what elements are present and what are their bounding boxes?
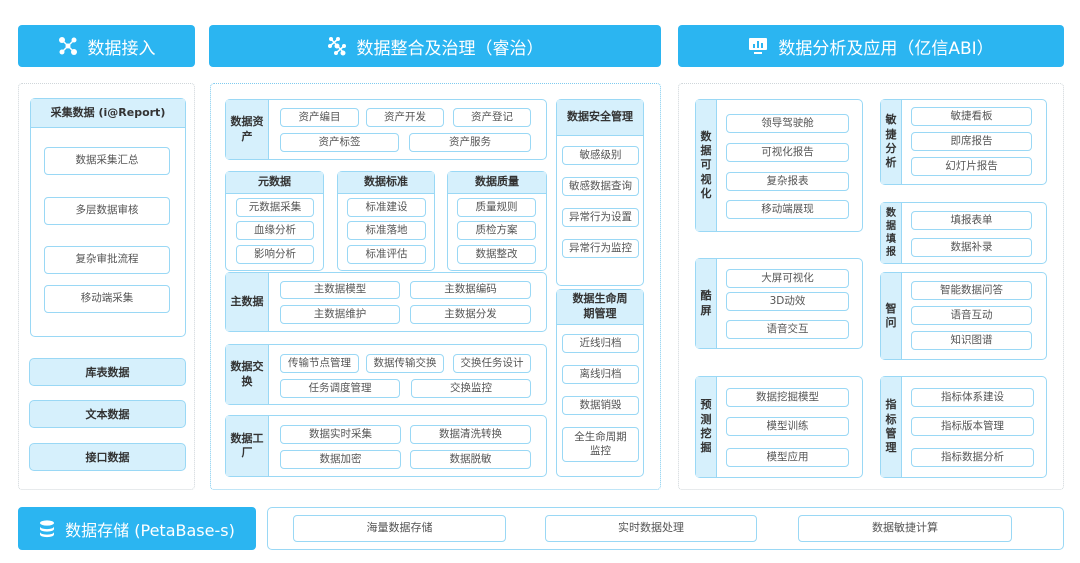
standard-item[interactable]: 标准落地 [347, 221, 426, 240]
data-exchange-label: 数据交换 [226, 345, 269, 404]
agile-item[interactable]: 即席报告 [911, 132, 1032, 151]
source-table-data[interactable]: 库表数据 [29, 358, 186, 386]
factory-item[interactable]: 数据清洗转换 [410, 425, 531, 444]
data-analysis-header: 数据分析及应用（亿信ABI） [678, 25, 1064, 67]
factory-item[interactable]: 数据脱敏 [410, 450, 531, 469]
factory-item[interactable]: 数据实时采集 [280, 425, 401, 444]
ask-item[interactable]: 知识图谱 [911, 331, 1032, 350]
ask-item[interactable]: 语音互动 [911, 306, 1032, 325]
cool-item[interactable]: 语音交互 [726, 320, 849, 339]
vis-item[interactable]: 可视化报告 [726, 143, 849, 162]
master-item[interactable]: 主数据分发 [410, 305, 531, 324]
data-quality-title: 数据质量 [448, 172, 546, 194]
cool-item[interactable]: 大屏可视化 [726, 269, 849, 288]
data-lifecycle-title: 数据生命周期管理 [557, 290, 643, 325]
cool-screen-label: 酷屏 [696, 259, 717, 348]
collect-item[interactable]: 多层数据审核 [44, 197, 170, 225]
security-item[interactable]: 异常行为设置 [562, 208, 639, 227]
data-governance-header: 数据整合及治理（睿治） [209, 25, 661, 67]
security-item[interactable]: 敏感级别 [562, 146, 639, 165]
ask-item[interactable]: 智能数据问答 [911, 281, 1032, 300]
mining-item[interactable]: 模型训练 [726, 417, 849, 436]
header-title: 数据存储 (PetaBase-s) [65, 520, 235, 540]
data-storage-header: 数据存储 (PetaBase-s) [18, 507, 256, 550]
exchange-item[interactable]: 交换任务设计 [453, 354, 531, 373]
source-text-data[interactable]: 文本数据 [29, 400, 186, 428]
exchange-item[interactable]: 传输节点管理 [280, 354, 359, 373]
collect-data-title: 采集数据 (i@Report) [31, 99, 185, 128]
mining-item[interactable]: 数据挖掘模型 [726, 388, 849, 407]
asset-item[interactable]: 资产标签 [280, 133, 399, 152]
agile-analysis-label: 敏捷分析 [881, 100, 902, 184]
smart-ask-label: 智问 [881, 273, 902, 359]
metric-item[interactable]: 指标数据分析 [911, 448, 1034, 467]
storage-item[interactable]: 实时数据处理 [545, 515, 757, 542]
visualization-label: 数据可视化 [696, 100, 717, 231]
master-data-label: 主数据 [226, 273, 269, 331]
metadata-item[interactable]: 影响分析 [236, 245, 314, 264]
agile-item[interactable]: 幻灯片报告 [911, 157, 1032, 176]
quality-item[interactable]: 质检方案 [457, 221, 536, 240]
master-item[interactable]: 主数据编码 [410, 281, 531, 299]
source-interface-data[interactable]: 接口数据 [29, 443, 186, 471]
lifecycle-item[interactable]: 离线归档 [562, 365, 639, 384]
exchange-item[interactable]: 任务调度管理 [280, 379, 400, 398]
data-asset-label: 数据资产 [226, 100, 269, 159]
network-nodes-icon [58, 37, 77, 55]
vis-item[interactable]: 复杂报表 [726, 172, 849, 191]
storage-item[interactable]: 海量数据存储 [293, 515, 506, 542]
metric-item[interactable]: 指标体系建设 [911, 388, 1034, 407]
data-security-title: 数据安全管理 [557, 100, 643, 136]
lifecycle-item[interactable]: 近线归档 [562, 334, 639, 353]
collect-item[interactable]: 数据采集汇总 [44, 147, 170, 175]
asset-item[interactable]: 资产开发 [366, 108, 444, 127]
vis-item[interactable]: 移动端展现 [726, 200, 849, 219]
asset-item[interactable]: 资产登记 [453, 108, 531, 127]
cool-item[interactable]: 3D动效 [726, 292, 849, 311]
header-title: 数据整合及治理（睿治） [356, 38, 544, 59]
standard-item[interactable]: 标准建设 [347, 198, 426, 217]
quality-item[interactable]: 数据整改 [457, 245, 536, 264]
security-item[interactable]: 异常行为监控 [562, 239, 639, 258]
storage-item[interactable]: 数据敏捷计算 [798, 515, 1012, 542]
factory-item[interactable]: 数据加密 [280, 450, 401, 469]
master-item[interactable]: 主数据模型 [280, 281, 400, 299]
lifecycle-item[interactable]: 全生命周期监控 [562, 427, 639, 462]
standard-item[interactable]: 标准评估 [347, 245, 426, 264]
metadata-item[interactable]: 元数据采集 [236, 198, 314, 217]
metadata-item[interactable]: 血缘分析 [236, 221, 314, 240]
data-standard-title: 数据标准 [338, 172, 434, 194]
lifecycle-item[interactable]: 数据销毁 [562, 396, 639, 415]
dots-pattern-icon [327, 37, 346, 56]
data-ingest-header: 数据接入 [18, 25, 195, 67]
header-title: 数据分析及应用（亿信ABI） [778, 38, 994, 59]
metric-management-label: 指标管理 [881, 377, 902, 477]
ingest-panel [18, 83, 195, 490]
analysis-panel [678, 83, 1064, 490]
master-item[interactable]: 主数据维护 [280, 305, 400, 324]
exchange-item[interactable]: 数据传输交换 [366, 354, 444, 373]
quality-item[interactable]: 质量规则 [457, 198, 536, 217]
vis-item[interactable]: 领导驾驶舱 [726, 114, 849, 133]
collect-item[interactable]: 复杂审批流程 [44, 246, 170, 274]
asset-item[interactable]: 资产编目 [280, 108, 359, 127]
mining-item[interactable]: 模型应用 [726, 448, 849, 467]
metadata-title: 元数据 [226, 172, 323, 194]
header-title: 数据接入 [87, 38, 156, 59]
data-fill-label: 数据填报 [881, 203, 902, 263]
exchange-item[interactable]: 交换监控 [411, 379, 531, 398]
monitor-chart-icon [749, 38, 768, 54]
predictive-mining-label: 预测挖掘 [696, 377, 717, 477]
collect-item[interactable]: 移动端采集 [44, 285, 170, 313]
data-factory-label: 数据工厂 [226, 416, 269, 476]
fill-item[interactable]: 数据补录 [911, 238, 1032, 257]
agile-item[interactable]: 敏捷看板 [911, 107, 1032, 126]
security-item[interactable]: 敏感数据查询 [562, 177, 639, 196]
asset-item[interactable]: 资产服务 [409, 133, 531, 152]
metric-item[interactable]: 指标版本管理 [911, 417, 1034, 436]
governance-panel [210, 83, 661, 490]
fill-item[interactable]: 填报表单 [911, 211, 1032, 230]
database-icon [40, 519, 55, 537]
